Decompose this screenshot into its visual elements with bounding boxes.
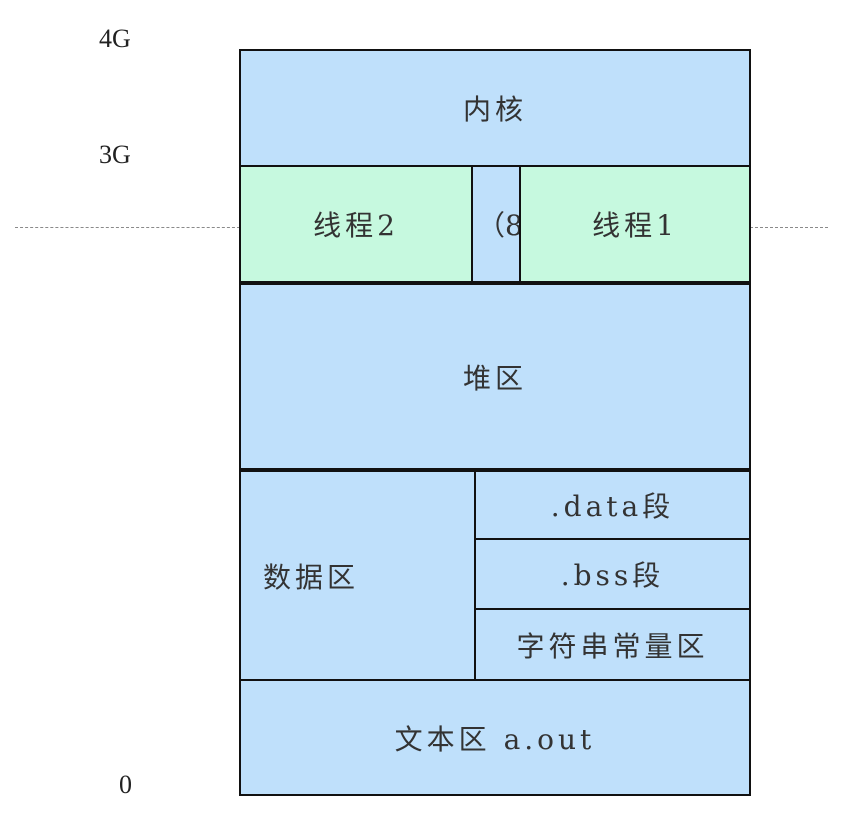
dashed-guide-left — [15, 227, 240, 228]
string-constant-block: 字符串常量区 — [474, 608, 751, 681]
kernel-label: 内核 — [462, 93, 527, 126]
text-area-label: 文本区 a.out — [394, 722, 596, 756]
thread2-label: 线程2 — [313, 209, 399, 242]
thread1-label: 线程1 — [592, 209, 678, 242]
label-0: 0 — [119, 770, 132, 799]
thread-gap-label: （8 — [477, 209, 521, 242]
thread2-block: 线程2 — [239, 165, 473, 283]
text-area-block: 文本区 a.out — [239, 679, 751, 796]
data-segment-block: .data段 — [474, 470, 751, 540]
thread1-block: 线程1 — [519, 165, 751, 283]
kernel-block: 内核 — [239, 49, 751, 167]
bss-segment-label: .bss段 — [560, 559, 665, 592]
string-constant-label: 字符串常量区 — [516, 629, 709, 663]
heap-label: 堆区 — [462, 361, 527, 395]
dashed-guide-right — [750, 227, 828, 228]
heap-block: 堆区 — [239, 283, 751, 470]
thread-gap-block: （8 — [471, 165, 521, 283]
bss-segment-block: .bss段 — [474, 538, 751, 610]
label-3g: 3G — [99, 140, 131, 169]
data-segment-label: .data段 — [550, 490, 675, 523]
data-area-block: 数据区 — [239, 470, 476, 681]
label-4g: 4G — [99, 24, 131, 53]
data-area-label: 数据区 — [263, 560, 360, 594]
